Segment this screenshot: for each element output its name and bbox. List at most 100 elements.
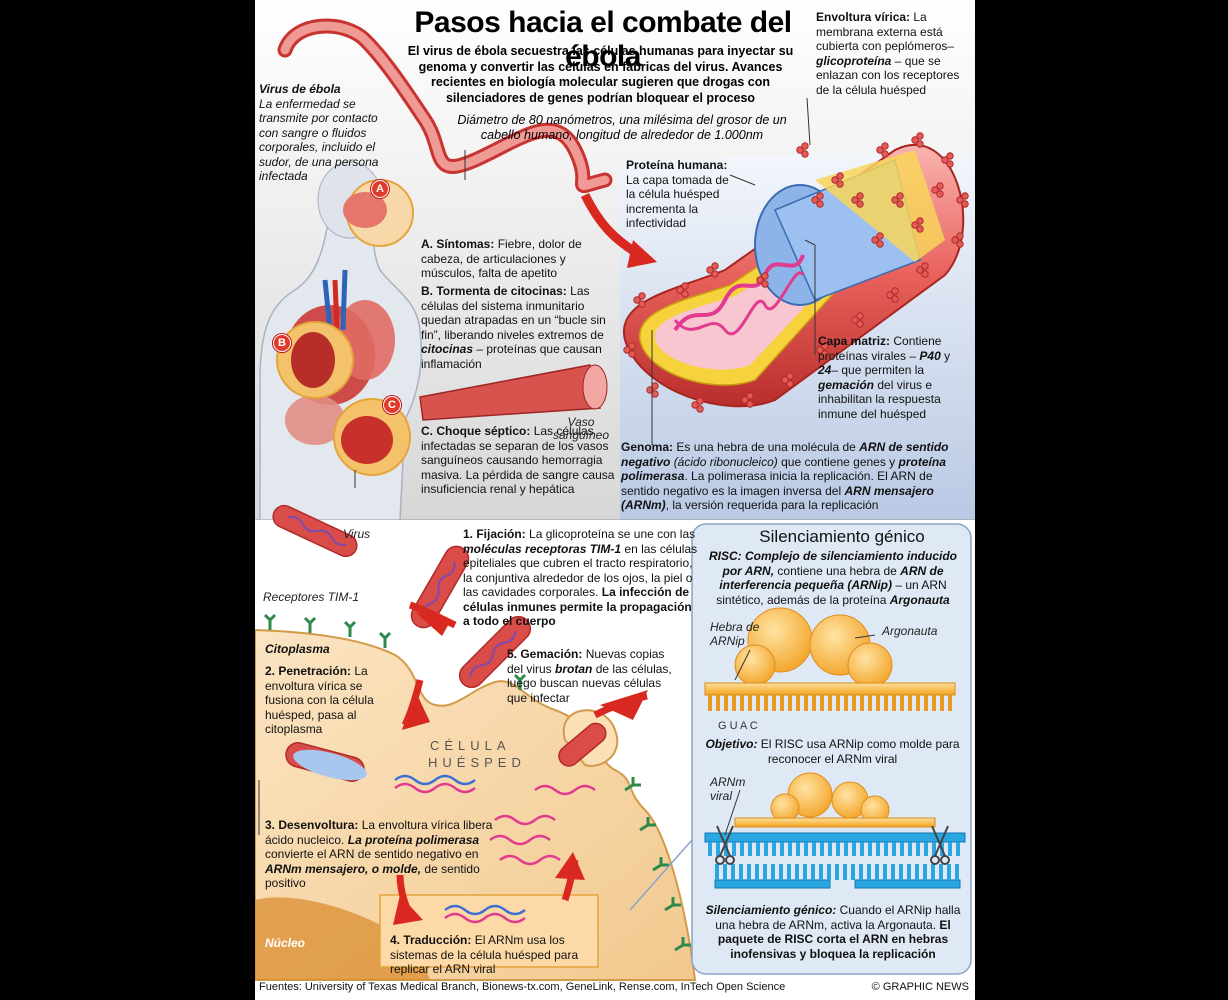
virus-rna — [288, 516, 517, 677]
peplomer — [886, 287, 899, 303]
silencing-conclusion: Silenciamiento génico: Cuando el ARNip h… — [702, 903, 964, 961]
peplomer — [916, 262, 929, 278]
envoltura-text2: – que se enlazan con los receptores de l… — [816, 53, 960, 97]
proteina-humana-heading: Proteína humana: — [626, 158, 728, 172]
envoltura-heading: Envoltura vírica: — [816, 10, 911, 24]
step-3-text3: de sentido positivo — [265, 861, 480, 891]
glycoprotein-peplomers — [623, 132, 969, 413]
peplomer — [951, 232, 964, 248]
capa-matriz-heading: Capa matriz: — [818, 334, 891, 348]
step-3-text1: La envoltura vírica libera ácido nucleic… — [265, 818, 493, 847]
peplomer — [811, 192, 824, 208]
peplomer — [941, 152, 954, 168]
step-4-text: El ARNm usa los sistemas de la célula hu… — [390, 933, 579, 976]
peplomer — [871, 232, 884, 248]
risc-complex-1 — [704, 607, 956, 696]
risc-description: RISC: Complejo de silenciamiento inducid… — [703, 549, 963, 607]
step-1-heading: 1. Fijación: — [463, 527, 526, 541]
citoplasma-label: Citoplasma — [265, 642, 330, 656]
peplomer — [816, 342, 829, 358]
objetivo-text: El RISC usa ARNip como molde para recono… — [760, 737, 960, 766]
genoma-text4: , la versión requerida para la replicaci… — [665, 498, 879, 512]
step-3-heading: 3. Desenvoltura: — [265, 818, 359, 832]
step-2-heading: 2. Penetración: — [265, 664, 352, 678]
badge-c: C — [383, 396, 401, 414]
infographic-page: Pasos hacia el combate del ébola El viru… — [255, 0, 975, 1000]
envoltura-emphasis: glicoproteína — [816, 53, 892, 68]
virus-label: Virus — [343, 527, 371, 541]
step-5-gemacion: 5. Gemación: Nuevas copias del virus bro… — [507, 647, 682, 705]
proteina-humana-block: Proteína humana: La capa tomada de la cé… — [626, 158, 736, 231]
risc-argonauta: Argonauta — [889, 592, 950, 607]
peplomer — [741, 392, 754, 408]
step-1-fijacion: 1. Fijación: La glicoproteína se une con… — [463, 527, 698, 629]
capa-matriz-mid: y — [944, 348, 951, 363]
peplomer — [851, 312, 864, 328]
step-2-penetracion: 2. Penetración: La envoltura vírica se f… — [265, 664, 390, 737]
peplomer — [911, 217, 924, 233]
risc-text1: contiene una hebra de — [777, 563, 897, 578]
footer-sources: Fuentes: University of Texas Medical Bra… — [259, 981, 786, 993]
peplomer — [756, 272, 769, 288]
silenc-text: Cuando el ARNip halla una hebra de ARNm,… — [715, 903, 961, 932]
peplomer — [931, 182, 944, 198]
genoma-polimerasa: proteína polimerasa — [621, 454, 946, 484]
step-3-arnm: ARNm mensajero, o molde, — [265, 861, 422, 876]
step-3-desenvoltura: 3. Desenvoltura: La envoltura vírica lib… — [265, 818, 505, 891]
step-5-text2: de las células, luego buscan nuevas célu… — [507, 661, 672, 705]
virus-ebola-text: La enfermedad se transmite por contacto … — [259, 96, 379, 184]
celula-label-1: CÉLULA — [430, 738, 511, 753]
host-cell — [255, 628, 697, 981]
symptoms-b-heading: B. Tormenta de citocinas: — [421, 284, 567, 298]
hebra-arnip-label: Hebra de ARNip — [710, 620, 760, 648]
capa-matriz-text1: Contiene proteínas virales – — [818, 334, 942, 363]
badge-a: A — [371, 180, 389, 198]
objetivo-block: Objetivo: El RISC usa ARNip como molde p… — [705, 737, 960, 766]
peplomer — [623, 342, 636, 358]
blood-vessel — [419, 364, 608, 421]
step-1-emphasis: moléculas receptoras TIM-1 — [463, 541, 622, 556]
symptoms-a-text: Fiebre, dolor de cabeza, de articulacion… — [421, 237, 582, 280]
genoma-heading: Genoma: — [621, 440, 674, 454]
tim1-receptors — [263, 613, 691, 952]
peplomer — [851, 192, 864, 208]
peplomer — [633, 292, 646, 308]
page-title: Pasos hacia el combate del ébola — [414, 6, 792, 73]
genoma-paren: (ácido ribonucleico) — [673, 454, 778, 469]
intro-text: El virus de ébola secuestra las células … — [407, 44, 794, 105]
receptores-label: Receptores TIM-1 — [263, 590, 360, 604]
risc-complex-2 — [704, 772, 966, 843]
mrna-strands — [394, 774, 596, 866]
objetivo-heading: Objetivo: — [705, 737, 758, 751]
vaso-label: Vaso sanguíneo — [552, 415, 610, 442]
silencing-title: Silenciamiento génico — [759, 527, 925, 546]
peplomer — [796, 142, 809, 158]
genoma-text2: que contiene genes y — [781, 454, 896, 469]
filament-virus — [280, 21, 610, 190]
peplomer — [891, 192, 904, 208]
peplomer — [781, 372, 794, 388]
peplomer — [956, 192, 969, 208]
diameter-note: Diámetro de 80 nanómetros, una milésima … — [457, 113, 787, 142]
step-1-text2: en las células epiteliales que cubren el… — [463, 541, 698, 600]
symptoms-a-heading: A. Síntomas: — [421, 237, 495, 251]
argonauta-label: Argonauta — [882, 624, 938, 638]
step-3-text2: convierte el ARN de sentido negativo en — [265, 847, 479, 861]
symptoms-b-emphasis: citocinas — [421, 342, 474, 356]
genoma-arnm: ARN mensajero (ARNm) — [621, 483, 934, 513]
step-2-text: La envoltura vírica se fusiona con la cé… — [265, 664, 374, 736]
peplomer — [831, 172, 844, 188]
virus-ebola-block: Virus de ébola La enfermedad se transmit… — [259, 82, 389, 184]
envoltura-text1: La membrana externa está cubierta con pe… — [816, 10, 955, 53]
nucleo-label: Núcleo — [265, 936, 306, 950]
peplomer — [691, 397, 704, 413]
capa-matriz-gemacion: gemación — [818, 377, 875, 392]
peplomer — [706, 262, 719, 278]
symptoms-c-heading: C. Choque séptico: — [421, 424, 531, 438]
arnm-viral-label: ARNm viral — [710, 775, 746, 803]
symptoms-b-text1: Las células del sistema inmunitario qued… — [421, 284, 606, 342]
step-1-bold: La infección de células inmunes permite … — [463, 585, 692, 628]
step-4-traduccion: 4. Traducción: El ARNm usa los sistemas … — [390, 933, 595, 977]
step-1-text1: La glicoproteína se une con las — [529, 527, 696, 541]
genoma-block: Genoma: Es una hebra de una molécula de … — [621, 440, 971, 513]
